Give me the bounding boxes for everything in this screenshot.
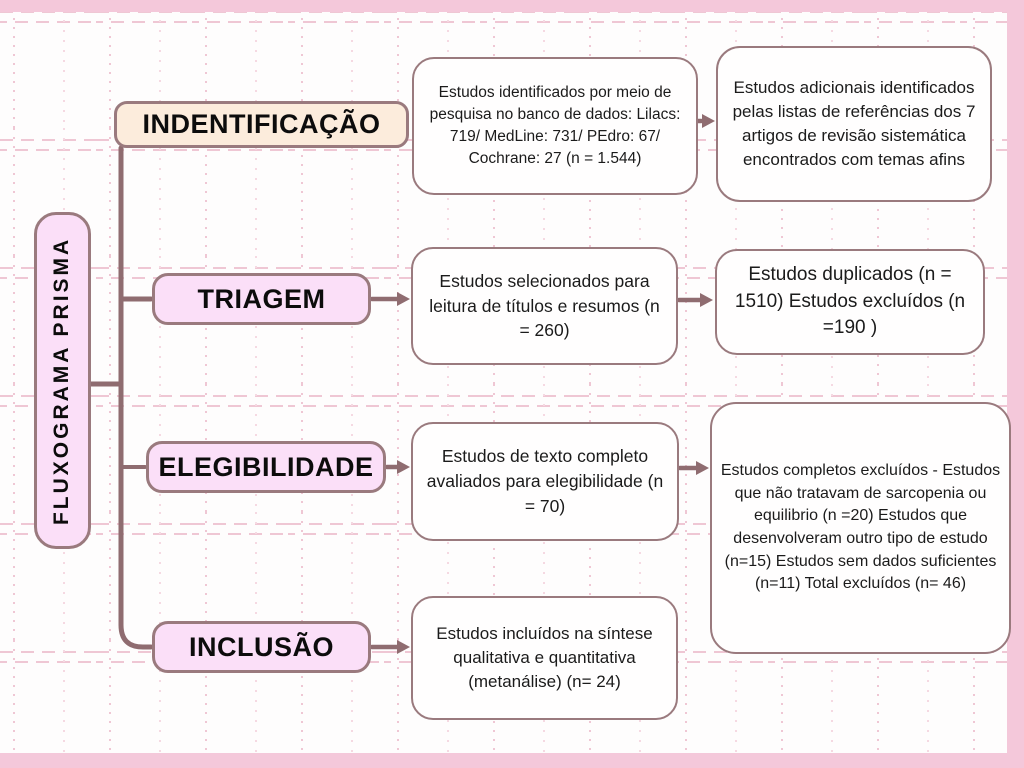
stage-triagem: TRIAGEM xyxy=(152,273,371,325)
box-text: Estudos identificados por meio de pesqui… xyxy=(429,84,681,167)
identificacao-middle-box: Estudos identificados por meio de pesqui… xyxy=(412,57,698,195)
box-text: Estudos selecionados para leitura de tít… xyxy=(429,270,660,341)
stage-label: ELEGIBILIDADE xyxy=(158,451,374,482)
diagram-title: FLUXOGRAMA PRISMA xyxy=(50,236,74,525)
bottom-edge-band xyxy=(0,753,1024,768)
box-text: Estudos de texto completo avaliados para… xyxy=(426,446,664,516)
arrow-right-icon xyxy=(397,640,410,654)
stage-inclusao: INCLUSÃO xyxy=(152,621,371,673)
right-edge-band xyxy=(1007,0,1024,768)
box-text: Estudos incluídos na síntese qualitativa… xyxy=(436,623,653,692)
elegibilidade-middle-box: Estudos de texto completo avaliados para… xyxy=(411,422,679,541)
triagem-middle-box: Estudos selecionados para leitura de tít… xyxy=(411,247,678,365)
box-text: Estudos completos excluídos - Estudos qu… xyxy=(720,461,1001,593)
elegibilidade-right-box: Estudos completos excluídos - Estudos qu… xyxy=(710,402,1011,654)
arrow-right-icon xyxy=(702,114,715,128)
top-edge-band xyxy=(0,0,1024,12)
arrow-right-icon xyxy=(696,461,709,475)
arrow-right-icon xyxy=(397,292,410,306)
spine-line xyxy=(118,145,154,650)
box-text: Estudos duplicados (n = 1510) Estudos ex… xyxy=(734,263,966,339)
stage-label: TRIAGEM xyxy=(197,283,326,314)
diagram-title-box: FLUXOGRAMA PRISMA xyxy=(34,212,91,549)
box-text: Estudos adicionais identificados pelas l… xyxy=(732,77,976,170)
arrow-right-icon xyxy=(700,293,713,307)
stage-label: INCLUSÃO xyxy=(189,631,334,662)
triagem-right-box: Estudos duplicados (n = 1510) Estudos ex… xyxy=(715,249,985,355)
stage-label: INDENTIFICAÇÃO xyxy=(142,109,381,140)
identificacao-right-box: Estudos adicionais identificados pelas l… xyxy=(716,46,992,202)
arrow-right-icon xyxy=(397,460,410,474)
stage-elegibilidade: ELEGIBILIDADE xyxy=(146,441,386,493)
stage-identificacao: INDENTIFICAÇÃO xyxy=(114,101,409,148)
inclusao-middle-box: Estudos incluídos na síntese qualitativa… xyxy=(411,596,678,720)
